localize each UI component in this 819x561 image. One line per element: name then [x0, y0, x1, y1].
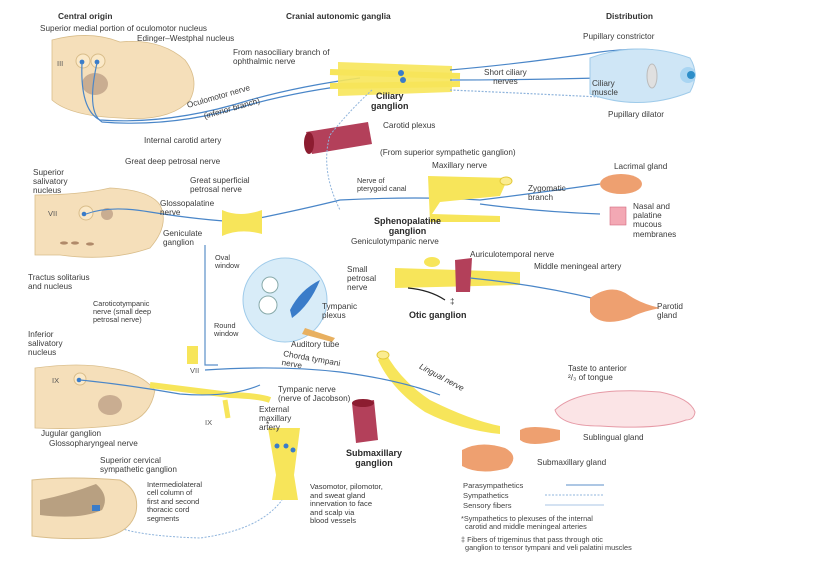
label-superior-cervical-ganglion: Superior cervical sympathetic ganglion [100, 456, 177, 475]
asterisk-mark: * [266, 420, 270, 429]
label-auditory-tube: Auditory tube [291, 340, 340, 349]
label-great-deep-petrosal: Great deep petrosal nerve [125, 157, 221, 166]
label-auriculotemporal-nerve: Auriculotemporal nerve [470, 250, 555, 259]
label-small-petrosal-nerve: Small petrosal nerve [347, 265, 377, 293]
label-glossopharyngeal-nerve: Glossopharyngeal nerve [49, 439, 138, 448]
label-external-maxillary-artery: External maxillary artery [259, 405, 292, 433]
label-geniculate-ganglion: Geniculate ganglion [163, 229, 203, 248]
label-sphenopalatine-ganglion: Sphenopalatine ganglion [374, 216, 442, 236]
otic-ganglion-shape [395, 257, 520, 301]
internal-carotid-artery-shape [304, 122, 372, 154]
label-edinger-westphal: Edinger–Westphal nucleus [137, 34, 235, 43]
header-distribution: Distribution [606, 11, 653, 21]
label-otic-ganglion: Otic ganglion [409, 310, 467, 320]
oculomotor-nerve-path [81, 62, 361, 124]
footnote-dagger: ‡ Fibers of trigeminus that pass through… [461, 535, 632, 553]
cranial-nerve-iii-label: III [57, 59, 64, 68]
superior-cervical-ganglion-shape [268, 428, 300, 500]
cranial-nerve-vii-label: VII [48, 209, 58, 218]
label-submaxillary-ganglion: Submaxillary ganglion [346, 448, 403, 468]
sphenopalatine-ganglion-shape [428, 176, 513, 222]
cranial-nerve-ix-label: IX [52, 376, 60, 385]
facial-nerve-stump [187, 346, 198, 364]
middle-ear-shape [204, 245, 335, 366]
label-middle-meningeal-artery: Middle meningeal artery [534, 262, 622, 271]
geniculate-ganglion-shape [222, 210, 262, 236]
label-zygomatic-branch: Zygomatic branch [528, 184, 566, 203]
label-superior-medial-oculomotor: Superior medial portion of oculomotor nu… [40, 24, 208, 33]
label-pupillary-constrictor: Pupillary constrictor [583, 32, 655, 41]
label-vasomotor: Vasomotor, pilomotor, and sweat gland in… [310, 482, 383, 526]
nasal-mucosa-shape [609, 206, 627, 226]
label-from-superior-sympathetic: (From superior sympathetic ganglion) [380, 148, 516, 157]
label-internal-carotid-artery: Internal carotid artery [144, 136, 222, 145]
label-oval-window: Oval window [215, 253, 240, 270]
label-geniculotympanic-nerve: Geniculotympanic nerve [351, 237, 439, 246]
lingual-nerve-shape [376, 350, 500, 434]
label-tympanic-nerve: Tympanic nerve (nerve of Jacobson) [278, 385, 351, 404]
facial-nerve-vii-label: VII [190, 366, 200, 375]
sympathetic-path-cord [97, 499, 283, 539]
pons-section [34, 187, 164, 258]
midbrain-section [51, 35, 195, 119]
label-glossopalatine-nerve: Glossopalatine nerve [160, 199, 215, 218]
sympathetic-path-carotid [326, 89, 373, 211]
glossopharyngeal-path [79, 379, 261, 396]
medulla-section [34, 364, 272, 429]
label-parotid-gland: Parotid gland [657, 302, 683, 321]
label-taste-anterior-tongue: Taste to anterior ²/₃ of tongue [568, 364, 627, 383]
submaxillary-gland-shape [462, 444, 514, 472]
sublingual-gland-shape [520, 427, 560, 444]
tongue-shape [554, 390, 696, 428]
label-ciliary-ganglion: Ciliary ganglion [371, 91, 409, 111]
label-intermediolateral-column: Intermediolateral cell column of first a… [147, 480, 203, 523]
glossopharyngeal-ix-label: IX [205, 418, 213, 427]
label-tractus-solitarius: Tractus solitarius and nucleus [28, 273, 90, 292]
ciliary-ganglion-shape [329, 62, 461, 96]
spinal-cord-section [31, 477, 138, 540]
label-round-window: Round window [214, 321, 239, 338]
dagger-mark: ‡ [450, 297, 455, 306]
label-submaxillary-gland: Submaxillary gland [537, 458, 607, 467]
label-sublingual-gland: Sublingual gland [583, 433, 644, 442]
facial-nerve-path [85, 183, 601, 223]
lacrimal-gland-shape [600, 174, 642, 194]
parotid-gland-shape [590, 289, 660, 322]
label-maxillary-nerve: Maxillary nerve [432, 161, 488, 170]
label-nasal-palatine: Nasal and palatine mucous membranes [633, 202, 677, 239]
label-superior-salivatory: Superior salivatory nucleus [33, 168, 68, 196]
label-carotid-plexus: Carotid plexus [383, 121, 436, 130]
label-nasociliary-branch: From nasociliary branch of ophthalmic ne… [233, 48, 330, 67]
legend-item-parasympathetics: Parasympathetics [463, 481, 524, 490]
label-short-ciliary-nerves: Short ciliary nerves [484, 68, 527, 87]
legend-item-sympathetics: Sympathetics [463, 491, 509, 500]
label-tympanic-plexus: Tympanic plexus [322, 302, 358, 321]
label-ciliary-muscle: Ciliary muscle [592, 79, 618, 98]
eye-shape [589, 48, 696, 104]
label-caroticotympanic-nerve: Caroticotympanic nerve (small deep petro… [93, 299, 151, 325]
label-nerve-pterygoid-canal: Nerve of pterygoid canal [357, 176, 407, 193]
label-great-superficial-petrosal: Great superficial petrosal nerve [190, 176, 250, 195]
label-jugular-ganglion: Jugular ganglion [41, 429, 102, 438]
chorda-tympani-path [204, 367, 441, 396]
legend-item-sensory-fibers: Sensory fibers [463, 501, 512, 510]
label-pupillary-dilator: Pupillary dilator [608, 110, 664, 119]
label-lacrimal-gland: Lacrimal gland [614, 162, 668, 171]
label-inferior-salivatory: Inferior salivatory nucleus [28, 330, 63, 358]
header-cranial-ganglia: Cranial autonomic ganglia [286, 11, 391, 21]
footnote-asterisk: *Sympathetics to plexuses of the interna… [461, 514, 593, 532]
external-maxillary-artery-shape [352, 399, 378, 443]
header-central-origin: Central origin [58, 11, 113, 21]
